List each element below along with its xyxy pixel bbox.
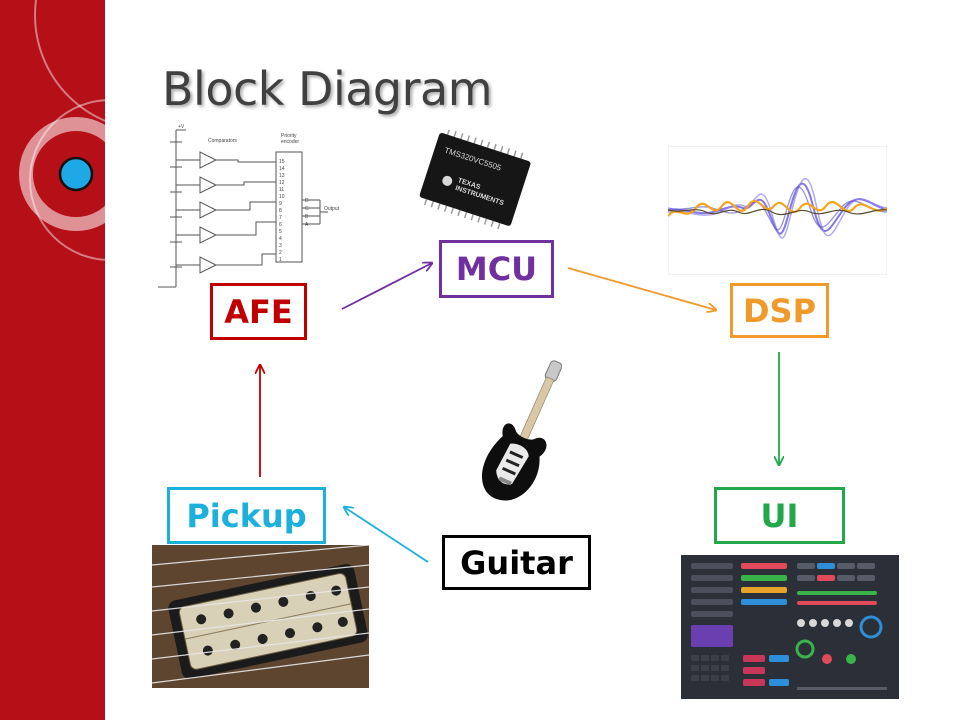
encoder-input-1: 1 — [279, 257, 282, 263]
accent-dot — [58, 156, 94, 192]
block-dsp: DSP — [730, 283, 829, 338]
block-afe: AFE — [210, 283, 307, 340]
block-ui: UI — [714, 487, 845, 544]
encoder-input-9: 9 — [279, 201, 282, 207]
encoder-input-3: 3 — [279, 243, 282, 249]
arrow-mcu-to-dsp — [567, 267, 716, 310]
block-guitar-label: Guitar — [460, 543, 573, 582]
ui-kit-image — [681, 555, 899, 699]
encoder-output-b: B — [305, 214, 309, 220]
arrow-guitar-to-pickup — [344, 507, 429, 563]
encoder-input-14: 14 — [279, 166, 285, 172]
schematic-heading-right-1: Priority — [281, 133, 297, 139]
block-mcu: MCU — [439, 240, 554, 298]
encoder-input-4: 4 — [279, 236, 282, 242]
encoder-input-7: 7 — [279, 215, 282, 221]
encoder-input-11: 11 — [279, 187, 284, 193]
block-guitar: Guitar — [442, 535, 591, 590]
encoder-input-12: 12 — [279, 180, 285, 186]
decorative-circles — [19, 0, 200, 261]
encoder-input-5: 5 — [279, 229, 282, 235]
encoder-output-a: A — [305, 222, 309, 228]
schematic-heading-left: Comparators — [208, 138, 237, 144]
svg-text:+V: +V — [178, 124, 185, 130]
guitar-image — [482, 360, 562, 501]
pickup-photo — [152, 545, 369, 688]
encoder-input-10: 10 — [279, 194, 285, 200]
ti-logo-icon — [442, 175, 453, 186]
slide-title: Block Diagram — [162, 62, 493, 116]
block-afe-label: AFE — [224, 292, 293, 331]
encoder-input-8: 8 — [279, 208, 282, 214]
afe-schematic-image: +V Comparators Priority encoder 15 14 13… — [158, 124, 340, 288]
schematic-heading-right-2: encoder — [281, 139, 299, 145]
dsp-waveform-image — [668, 146, 887, 275]
block-pickup-label: Pickup — [186, 496, 307, 535]
mcu-chip-image: TMS320VC5505 TEXAS INSTRUMENTS — [419, 130, 531, 230]
encoder-output-c: C — [305, 206, 309, 212]
block-ui-label: UI — [760, 496, 799, 535]
encoder-input-2: 2 — [279, 250, 282, 256]
block-mcu-label: MCU — [455, 250, 538, 288]
schematic-output-label: Output — [324, 206, 340, 212]
arrow-afe-to-mcu — [341, 263, 432, 310]
block-dsp-label: DSP — [742, 291, 817, 330]
encoder-input-15: 15 — [279, 159, 285, 165]
encoder-input-6: 6 — [279, 222, 282, 228]
block-pickup: Pickup — [167, 487, 326, 544]
encoder-output-d: D — [305, 198, 309, 204]
encoder-input-13: 13 — [279, 173, 285, 179]
